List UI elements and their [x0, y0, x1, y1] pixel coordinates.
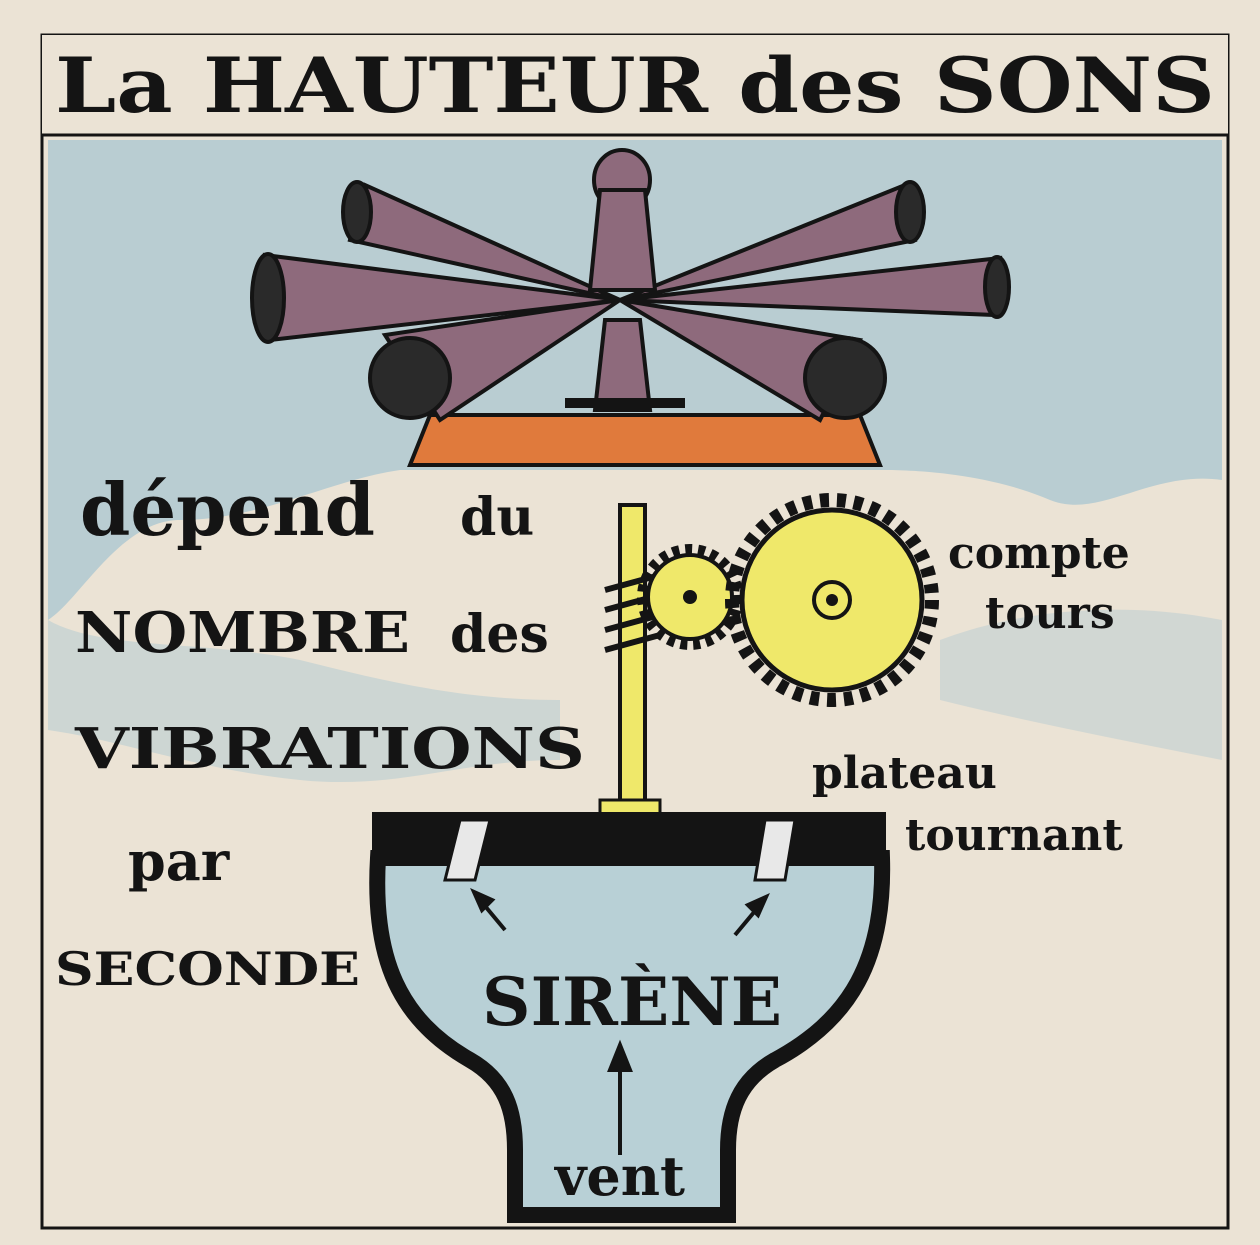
label-plateau: plateau	[812, 748, 997, 799]
label-tours: tours	[985, 588, 1115, 639]
text-vibrations: VIBRATIONS	[74, 716, 585, 782]
label-tournant: tournant	[905, 810, 1123, 861]
small-gear-teeth	[637, 544, 743, 650]
wooden-base	[407, 413, 883, 467]
text-depend: dépend	[80, 467, 375, 552]
text-seconde: SECONDE	[55, 942, 360, 996]
rotating-plate	[372, 812, 886, 858]
text-des: des	[450, 604, 549, 665]
title: La HAUTEUR des SONS	[55, 41, 1215, 130]
text-nombre: NOMBRE	[75, 600, 410, 666]
siren-chamber	[369, 812, 891, 1223]
title-band	[42, 35, 1228, 135]
label-vent: vent	[554, 1144, 685, 1208]
label-sirene: SIRÈNE	[482, 963, 782, 1041]
siren-horns-illustration	[250, 148, 1011, 467]
text-du: du	[460, 487, 534, 548]
worm-shaft	[618, 503, 647, 812]
airflow-arrows	[470, 888, 770, 1155]
revolution-counter-gears	[598, 493, 939, 817]
siren-bowl	[369, 850, 891, 1223]
text-par: par	[128, 829, 230, 893]
large-gear-teeth	[725, 493, 939, 707]
label-compte: compte	[948, 528, 1130, 579]
